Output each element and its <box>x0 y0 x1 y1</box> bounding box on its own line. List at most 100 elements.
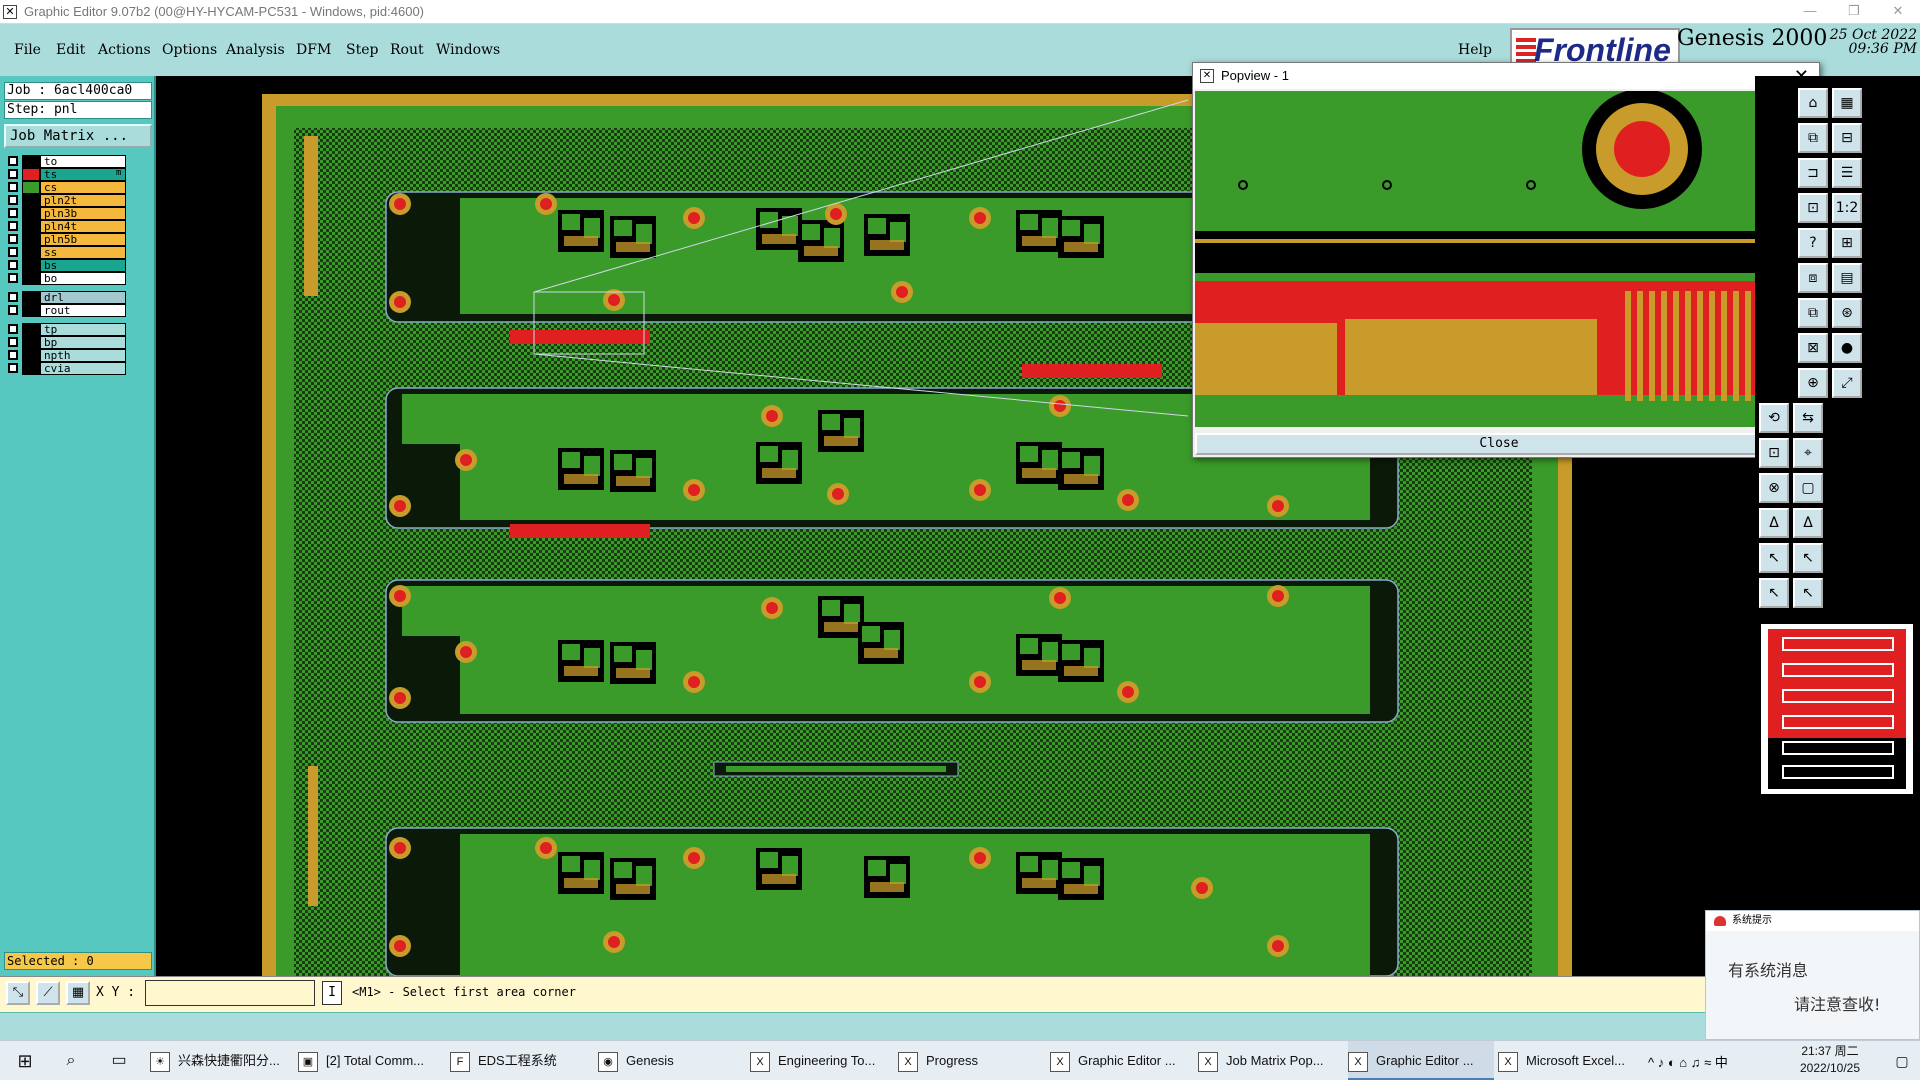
layer-row-npth[interactable]: npth <box>4 348 126 362</box>
layer-name[interactable]: bp <box>40 336 126 349</box>
layer-name[interactable]: cs <box>40 181 126 194</box>
layer-color-swatch[interactable] <box>22 304 40 317</box>
layer-row-to[interactable]: to <box>4 154 126 168</box>
tool-button-24[interactable]: ▢ <box>1793 473 1823 503</box>
layer-name[interactable]: drl <box>40 291 126 304</box>
tool-button-10[interactable]: ⊞ <box>1832 228 1862 258</box>
layer-color-swatch[interactable] <box>22 207 40 220</box>
tool-button-4[interactable]: ⊟ <box>1832 123 1862 153</box>
tool-button-25[interactable]: Δ <box>1759 508 1789 538</box>
tray-icons[interactable]: ^ ♪ ◐ ⌂ ♫ ≈ 中 <box>1648 1055 1728 1070</box>
tool-button-13[interactable]: ⧉ <box>1798 298 1828 328</box>
layer-row-pln4t[interactable]: pln4t <box>4 219 126 233</box>
menu-dfm[interactable]: DFM <box>296 42 332 58</box>
layer-row-pln3b[interactable]: pln3b <box>4 206 126 220</box>
file-explorer-icon[interactable]: ▭ <box>111 1052 127 1069</box>
layer-color-swatch[interactable] <box>22 181 40 194</box>
tool-button-19[interactable]: ⟲ <box>1759 403 1789 433</box>
job-matrix-button[interactable]: Job Matrix ... <box>4 124 152 148</box>
minimize-button[interactable]: — <box>1803 3 1817 18</box>
system-notification[interactable]: 系统提示 有系统消息 请注意查收! <box>1705 910 1920 1040</box>
tool-button-18[interactable]: ⤢ <box>1832 368 1862 398</box>
layer-checkbox[interactable] <box>8 324 18 334</box>
layer-name[interactable]: pln3b <box>40 207 126 220</box>
layer-row-bs[interactable]: bs <box>4 258 126 272</box>
menu-help[interactable]: Help <box>1458 42 1492 58</box>
layer-row-drl[interactable]: drl <box>4 290 126 304</box>
taskbar-item[interactable]: ▣[2] Total Comm... <box>298 1041 446 1080</box>
tool-button-6[interactable]: ☰ <box>1832 158 1862 188</box>
layer-color-swatch[interactable] <box>22 194 40 207</box>
tool-button-29[interactable]: ↖ <box>1759 578 1789 608</box>
layer-color-swatch[interactable] <box>22 155 40 168</box>
layer-row-bo[interactable]: bo <box>4 271 126 285</box>
tool-button-3[interactable]: ⧉ <box>1798 123 1828 153</box>
xy-input[interactable] <box>145 980 315 1006</box>
layer-checkbox[interactable] <box>8 305 18 315</box>
layer-checkbox[interactable] <box>8 208 18 218</box>
tool-button-23[interactable]: ⊗ <box>1759 473 1789 503</box>
close-window-button[interactable]: ✕ <box>1892 3 1904 18</box>
tool-button-9[interactable]: ? <box>1798 228 1828 258</box>
layer-checkbox[interactable] <box>8 234 18 244</box>
search-icon[interactable]: ⌕ <box>66 1052 76 1069</box>
tool-button-11[interactable]: ⧈ <box>1798 263 1828 293</box>
restore-button[interactable]: ❐ <box>1848 3 1860 18</box>
menu-file[interactable]: File <box>14 42 41 58</box>
menu-step[interactable]: Step <box>346 42 379 58</box>
layer-checkbox[interactable] <box>8 350 18 360</box>
menu-actions[interactable]: Actions <box>98 42 151 58</box>
start-button[interactable]: ⊞ <box>17 1051 33 1071</box>
layer-name[interactable]: bo <box>40 272 126 285</box>
tool-button-20[interactable]: ⇆ <box>1793 403 1823 433</box>
menu-edit[interactable]: Edit <box>56 42 86 58</box>
tool-button-7[interactable]: ⊡ <box>1798 193 1828 223</box>
overview-map[interactable] <box>1761 624 1913 794</box>
tool-button-14[interactable]: ⊛ <box>1832 298 1862 328</box>
layer-row-cvia[interactable]: cvia <box>4 361 126 375</box>
tool-button-17[interactable]: ⊕ <box>1798 368 1828 398</box>
layer-row-tp[interactable]: tp <box>4 322 126 336</box>
tool-button-2[interactable]: ▦ <box>1832 88 1862 118</box>
popview-close-button[interactable]: Close <box>1195 433 1803 455</box>
layer-checkbox[interactable] <box>8 221 18 231</box>
layer-checkbox[interactable] <box>8 169 18 179</box>
layer-checkbox[interactable] <box>8 156 18 166</box>
layer-name[interactable]: pln2t <box>40 194 126 207</box>
layer-color-swatch[interactable] <box>22 168 40 181</box>
layer-checkbox[interactable] <box>8 195 18 205</box>
layer-row-rout[interactable]: rout <box>4 303 126 317</box>
menu-windows[interactable]: Windows <box>436 42 501 58</box>
tool-button-22[interactable]: ⌖ <box>1793 438 1823 468</box>
layer-checkbox[interactable] <box>8 273 18 283</box>
tool-button-8[interactable]: 1:2 <box>1832 193 1862 223</box>
layer-name[interactable]: npth <box>40 349 126 362</box>
menu-rout[interactable]: Rout <box>390 42 424 58</box>
layer-color-swatch[interactable] <box>22 323 40 336</box>
layer-name[interactable]: to <box>40 155 126 168</box>
layer-name[interactable]: tp <box>40 323 126 336</box>
tool-button-1[interactable]: ⌂ <box>1798 88 1828 118</box>
menu-analysis[interactable]: Analysis <box>226 42 285 58</box>
grid-button[interactable]: ▦ <box>66 981 90 1005</box>
tool-button-5[interactable]: ⊐ <box>1798 158 1828 188</box>
tool-button-16[interactable]: ● <box>1832 333 1862 363</box>
tool-button-28[interactable]: ↖ <box>1793 543 1823 573</box>
layer-checkbox[interactable] <box>8 337 18 347</box>
layer-color-swatch[interactable] <box>22 246 40 259</box>
layer-color-swatch[interactable] <box>22 336 40 349</box>
notification-center-icon[interactable]: ▢ <box>1895 1053 1909 1069</box>
layer-name[interactable]: ss <box>40 246 126 259</box>
layer-row-ss[interactable]: ss <box>4 245 126 259</box>
measure-button[interactable]: ⟋ <box>36 981 60 1005</box>
layer-row-pln5b[interactable]: pln5b <box>4 232 126 246</box>
layer-name[interactable]: pln4t <box>40 220 126 233</box>
layer-color-swatch[interactable] <box>22 291 40 304</box>
taskbar-item[interactable]: ☀兴森快捷衢阳分... <box>150 1041 295 1080</box>
